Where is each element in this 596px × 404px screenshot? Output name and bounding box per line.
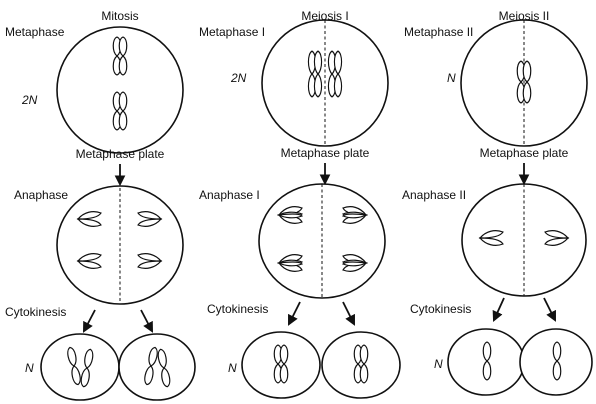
ploidy-label: 2N [21, 93, 38, 107]
metaphase-label: Metaphase I [199, 25, 265, 39]
ploidy-label: 2N [230, 71, 247, 85]
arrow-right [343, 302, 354, 324]
mitosis-column: Mitosis Metaphase 2N Metaphase plate Ana… [5, 9, 195, 400]
arrow-left [84, 310, 95, 331]
ploidy-label: N [447, 71, 456, 85]
arrow-left [494, 298, 504, 320]
metaphase-label: Metaphase [5, 25, 65, 39]
anaphase-label: Anaphase [14, 188, 68, 202]
daughter-ploidy-label: N [434, 357, 443, 371]
daughter-cell [322, 332, 400, 398]
anaphase-label: Anaphase II [402, 188, 466, 202]
column-title: Mitosis [101, 9, 138, 23]
metaphase-label: Metaphase II [404, 25, 473, 39]
daughter-ploidy-label: N [25, 361, 34, 375]
metaphase-plate-label: Metaphase plate [480, 146, 569, 160]
metaphase-plate-label: Metaphase plate [76, 147, 165, 161]
metaphase-plate-label: Metaphase plate [281, 146, 370, 160]
daughter-ploidy-label: N [228, 361, 237, 375]
daughter-cell [119, 334, 195, 400]
anaphase-label: Anaphase I [199, 188, 260, 202]
cytokinesis-label: Cytokinesis [207, 302, 268, 316]
cytokinesis-label: Cytokinesis [5, 305, 66, 319]
arrow-right [141, 310, 152, 331]
cytokinesis-label: Cytokinesis [410, 302, 471, 316]
arrow-left [289, 302, 300, 324]
meiosis2-column: Meiosis II Metaphase II N Metaphase plat… [402, 9, 592, 395]
daughter-cell [41, 334, 119, 400]
daughter-cell [242, 332, 320, 398]
meiosis1-column: Meiosis I Metaphase I 2N Metaphase plate… [199, 9, 400, 398]
arrow-right [544, 298, 555, 320]
